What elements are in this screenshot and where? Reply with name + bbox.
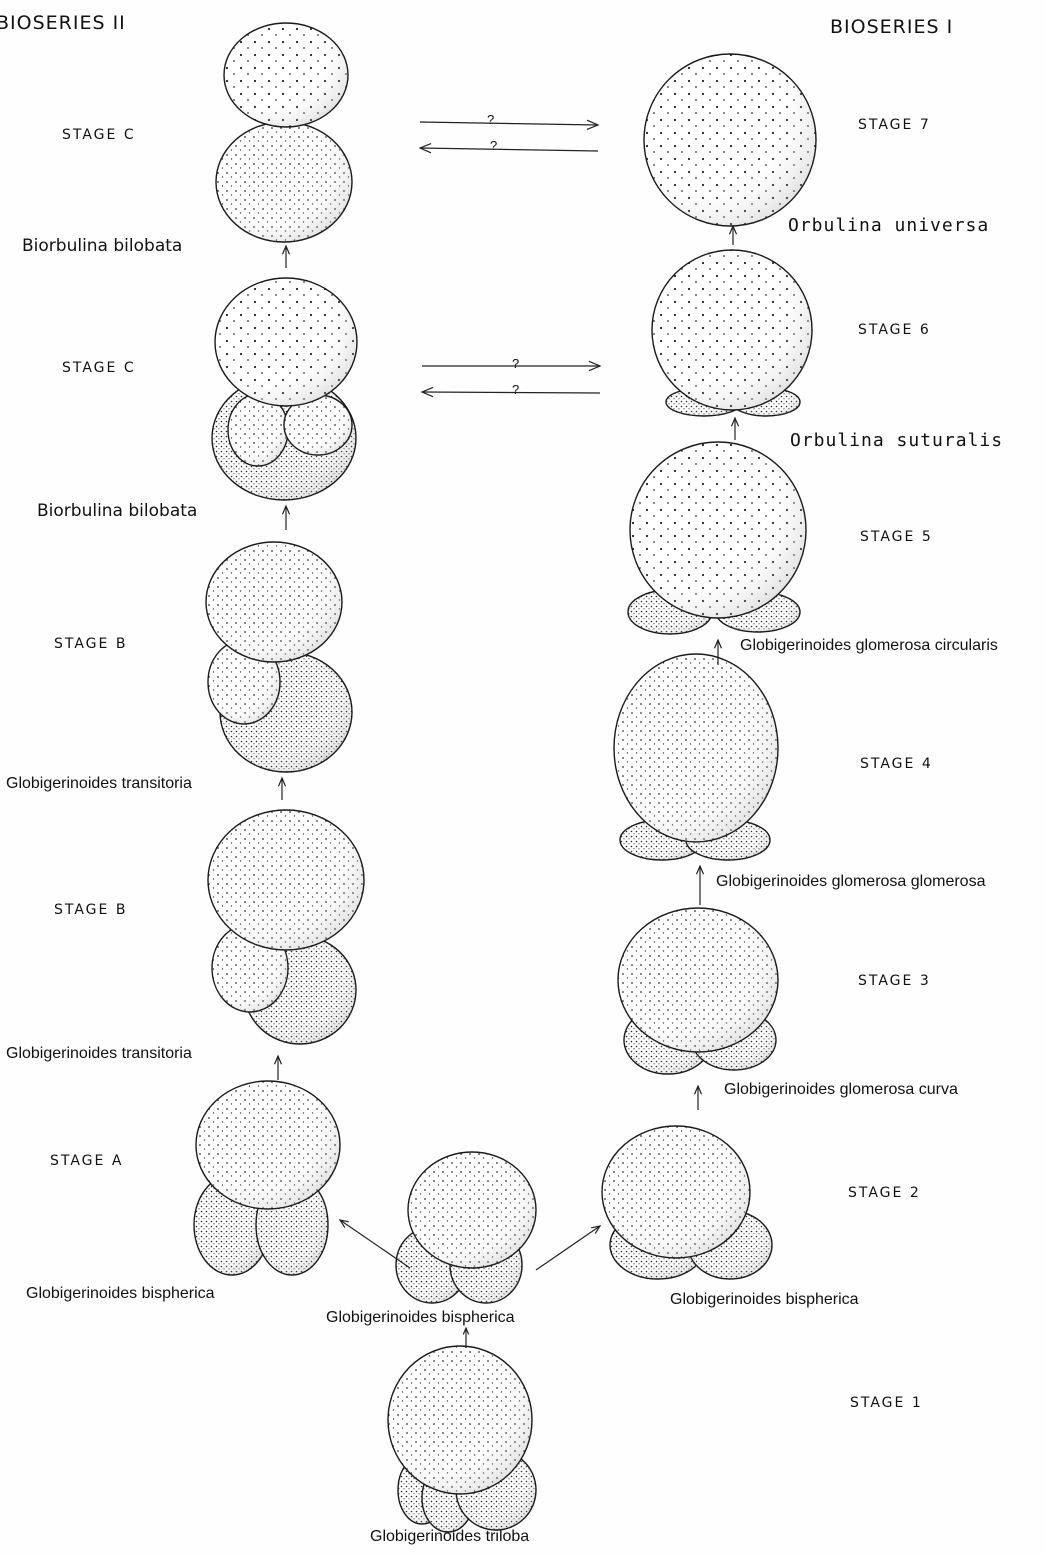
taxon-bispherica-right: Globigerinoides bispherica — [670, 1291, 859, 1309]
link-question-mark-2: ? — [490, 138, 497, 153]
arrow-shaft — [420, 148, 598, 151]
shell-stage-4 — [614, 654, 778, 860]
shell-stage-a — [194, 1081, 340, 1275]
arrow-left-4 — [274, 1056, 281, 1080]
arrow-center-to-right — [536, 1226, 600, 1270]
chamber-upper — [408, 1152, 536, 1268]
shell-stage-3 — [618, 908, 778, 1074]
taxon-orbulina-universa: Orbulina universa — [788, 215, 989, 236]
arrow-shaft — [340, 1220, 410, 1268]
stage-c-top-label: STAGE C — [62, 127, 136, 143]
chamber-upper — [206, 542, 342, 662]
shell-stage-c-mid — [212, 278, 357, 500]
header-bioseries-2: BIOSERIES II — [0, 12, 126, 34]
shell-triloba — [388, 1346, 536, 1532]
stage-6-label: STAGE 6 — [858, 322, 931, 338]
arrow-left-2 — [282, 506, 289, 530]
link-mid-leftward — [422, 387, 600, 396]
link-question-mark-3: ? — [512, 356, 519, 371]
arrow-triloba-to-bispherica — [463, 1328, 468, 1348]
arrow-left-3 — [278, 778, 285, 800]
shell-stage-b-low — [208, 810, 364, 1044]
shell-center-bispherica — [396, 1152, 536, 1303]
chamber-upper — [224, 23, 348, 127]
taxon-biorbulina-bilobata-2: Biorbulina bilobata — [37, 501, 197, 521]
taxon-triloba: Globigerinoides triloba — [370, 1528, 529, 1546]
arrow-shaft — [536, 1226, 600, 1270]
taxon-bispherica-left: Globigerinoides bispherica — [26, 1285, 215, 1303]
taxon-orbulina-suturalis: Orbulina suturalis — [790, 430, 1003, 451]
stage-5-label: STAGE 5 — [860, 529, 933, 545]
chamber-upper — [630, 442, 806, 618]
arrow-center-to-left — [340, 1220, 410, 1268]
arrow-right-6-7 — [729, 226, 736, 245]
link-question-mark-4: ? — [512, 382, 519, 397]
chamber-sphere — [644, 54, 816, 226]
chamber-upper — [602, 1126, 750, 1258]
taxon-transitoria-1: Globigerinoides transitoria — [6, 775, 192, 793]
link-question-mark-1: ? — [487, 112, 494, 127]
stage-b-top-label: STAGE B — [54, 636, 127, 652]
taxon-glomerosa-circularis: Globigerinoides glomerosa circularis — [740, 637, 998, 655]
taxon-glomerosa-glomerosa: Globigerinoides glomerosa glomerosa — [716, 873, 985, 891]
link-mid-rightward — [422, 361, 600, 370]
arrow-shaft — [422, 392, 600, 393]
shell-stage-5 — [628, 442, 806, 634]
link-top-rightward — [420, 120, 598, 129]
shell-stage-6 — [652, 250, 812, 416]
chamber-upper — [652, 250, 812, 410]
chamber-upper — [614, 654, 778, 842]
stage-c-mid-label: STAGE C — [62, 360, 136, 376]
stage-7-label: STAGE 7 — [858, 117, 931, 133]
arrow-head — [591, 1226, 600, 1234]
stage-a-label: STAGE A — [50, 1153, 123, 1169]
taxon-glomerosa-curva: Globigerinoides glomerosa curva — [724, 1081, 958, 1099]
chamber-upper — [196, 1081, 340, 1209]
arrow-head — [340, 1220, 349, 1228]
link-top-leftward — [420, 144, 598, 153]
stage-3-label: STAGE 3 — [858, 973, 931, 989]
shell-stage-2 — [602, 1126, 772, 1279]
taxon-bispherica-center: Globigerinoides bispherica — [326, 1309, 515, 1327]
stage-1-label: STAGE 1 — [850, 1395, 923, 1411]
chamber-upper — [388, 1346, 532, 1494]
taxon-transitoria-2: Globigerinoides transitoria — [6, 1045, 192, 1063]
shell-stage-c-top — [216, 23, 352, 242]
chamber-upper — [618, 908, 778, 1052]
taxon-biorbulina-bilobata-1: Biorbulina bilobata — [22, 236, 182, 256]
chamber-upper — [215, 278, 357, 406]
arrow-right-3-4 — [696, 866, 703, 905]
shell-stage-7 — [644, 54, 816, 226]
chamber-lower — [216, 122, 352, 242]
stage-2-label: STAGE 2 — [848, 1185, 921, 1201]
stage-b-low-label: STAGE B — [54, 902, 127, 918]
header-bioseries-1: BIOSERIES I — [830, 16, 953, 38]
stage-4-label: STAGE 4 — [860, 756, 933, 772]
arrow-right-5-6 — [731, 418, 738, 440]
shell-stage-b-top — [206, 542, 352, 772]
arrow-shaft — [420, 122, 598, 125]
arrow-right-2-3 — [694, 1086, 701, 1110]
arrow-left-1 — [282, 246, 289, 268]
chamber-upper — [208, 810, 364, 950]
